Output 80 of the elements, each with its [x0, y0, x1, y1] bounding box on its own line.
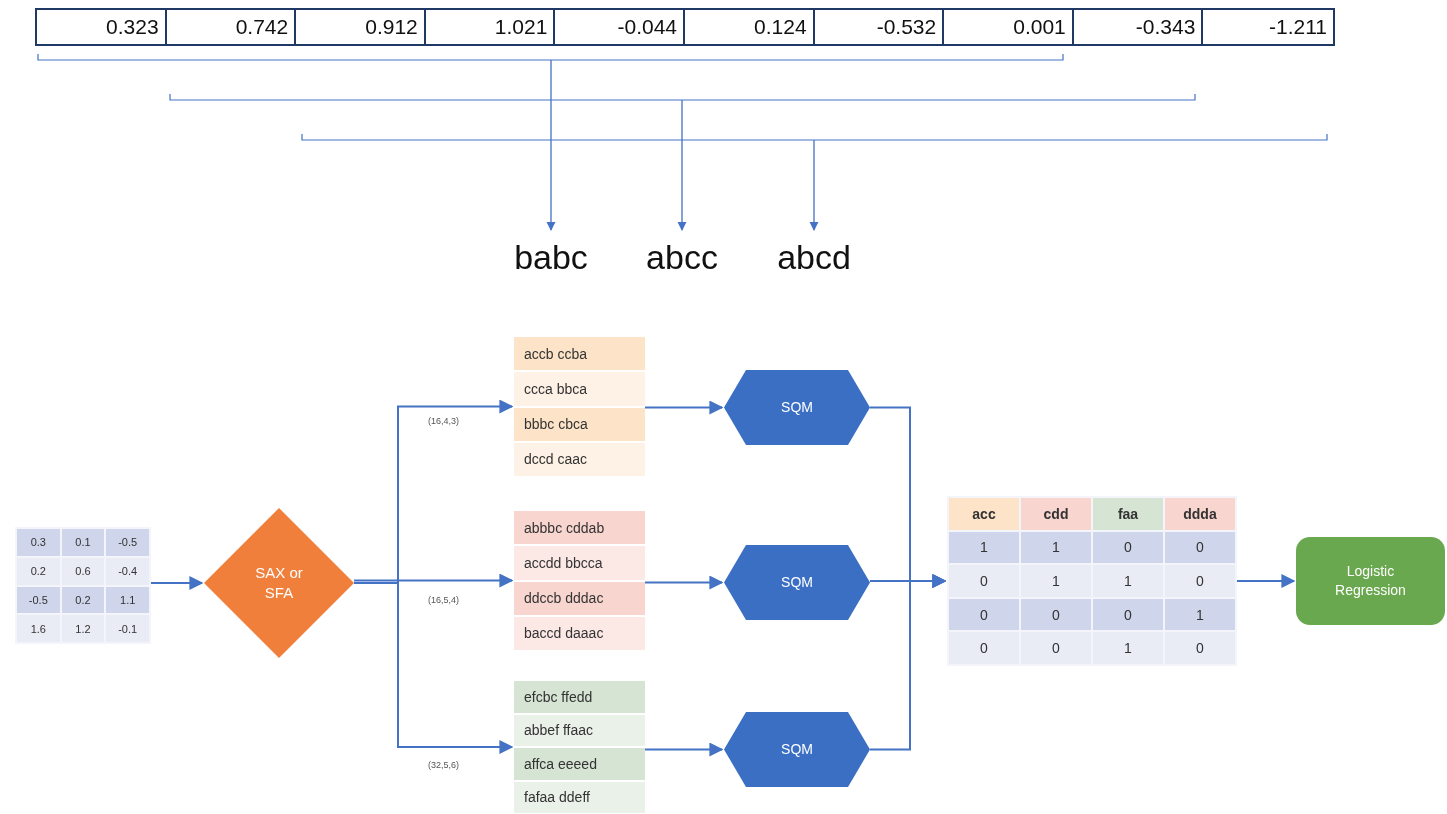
value-cell: 0.001 [944, 10, 1074, 44]
table-cell: 0 [1165, 565, 1235, 597]
value-cell: -0.044 [555, 10, 685, 44]
table-cell: 0.6 [61, 557, 105, 585]
symbolic-word: abcc [646, 237, 718, 277]
symbolic-word: abcd [777, 237, 851, 277]
value-cell: -0.343 [1073, 10, 1204, 44]
table-cell: 0 [949, 565, 1019, 597]
table-cell: 0.1 [61, 529, 105, 556]
table-cell: 1 [1093, 632, 1163, 664]
arrow [1236, 574, 1296, 588]
symbolic-word: babc [514, 237, 588, 277]
header-cell: ddda [1165, 498, 1235, 530]
edge-label: (32,5,6) [426, 760, 462, 770]
table-cell: 0.2 [17, 557, 60, 585]
model-box: Logistic Regression [1296, 537, 1445, 625]
table-cell: -0.5 [106, 529, 149, 556]
table-cell: 1 [1093, 565, 1163, 597]
arrow [677, 99, 687, 231]
edge-label: (16,5,4) [426, 595, 462, 605]
symbolic-word-row: accdd bbcca [514, 546, 645, 580]
table-cell: 0 [1093, 531, 1163, 564]
table-cell: 1 [1021, 531, 1091, 564]
symbolic-word-row: dccd caac [514, 442, 645, 476]
table-cell: 0.2 [61, 586, 105, 614]
value-cell: 0.742 [166, 10, 297, 44]
table-cell: 0.3 [17, 529, 60, 556]
arrow [644, 742, 724, 757]
symbolic-word-row: abbef ffaac [514, 714, 645, 746]
symbolic-word-row: ccca bbca [514, 372, 645, 406]
symbolic-word-row: fafaa ddeff [514, 781, 645, 813]
table-cell: -0.5 [17, 586, 60, 614]
symbolic-word-row: ddccb dddac [514, 581, 645, 615]
hexagon-label: SQM [780, 398, 814, 417]
table-cell: 1.1 [106, 586, 149, 614]
value-cell-text: -1.211 [1268, 14, 1328, 40]
value-cell: 1.021 [425, 10, 556, 44]
table-cell: 0 [949, 632, 1019, 664]
table-cell: 1 [1021, 565, 1091, 597]
symbolic-word-row: efcbc ffedd [514, 681, 645, 713]
value-cell: -0.532 [814, 10, 945, 44]
hexagon-label: SQM [780, 740, 814, 759]
edge-label: (16,4,3) [426, 416, 462, 426]
symbolic-word-row: baccd daaac [514, 616, 645, 650]
arrow [644, 400, 724, 415]
symbolic-word-row: abbbc cddab [514, 511, 645, 545]
arrow [353, 582, 514, 754]
arrow [809, 139, 819, 231]
value-cell: 0.912 [296, 10, 426, 44]
table-cell: 1 [949, 531, 1019, 564]
table-cell: 1.6 [17, 615, 60, 642]
value-cell: 0.323 [37, 10, 167, 44]
hexagon-label: SQM [780, 573, 814, 592]
arrow [353, 573, 514, 588]
table-cell: 0 [949, 598, 1019, 631]
decision-diamond [204, 508, 354, 658]
arrow [869, 574, 947, 751]
table-cell: 0 [1093, 598, 1163, 631]
header-cell: cdd [1021, 498, 1091, 530]
arrow [546, 59, 556, 231]
header-cell: acc [949, 498, 1019, 530]
symbolic-word-row: accb ccba [514, 337, 645, 371]
arrow [644, 575, 724, 590]
value-cell: 0.124 [685, 10, 815, 44]
symbolic-word-row: bbbc cbca [514, 407, 645, 441]
table-cell: 0 [1021, 598, 1091, 631]
process-hexagon [724, 712, 870, 787]
diamond-label: SAX or SFA [254, 562, 304, 603]
table-cell: 1 [1165, 598, 1235, 631]
table-cell: -0.1 [106, 615, 149, 642]
arrow [150, 576, 204, 590]
process-hexagon [724, 545, 870, 620]
table-cell: -0.4 [106, 557, 149, 585]
header-cell: faa [1093, 498, 1163, 530]
table-cell: 0 [1165, 531, 1235, 564]
table-cell: 0 [1021, 632, 1091, 664]
symbolic-word-row: affca eeeed [514, 748, 645, 780]
table-cell: 1.2 [61, 615, 105, 642]
process-hexagon [724, 370, 870, 445]
table-cell: 0 [1165, 632, 1235, 664]
